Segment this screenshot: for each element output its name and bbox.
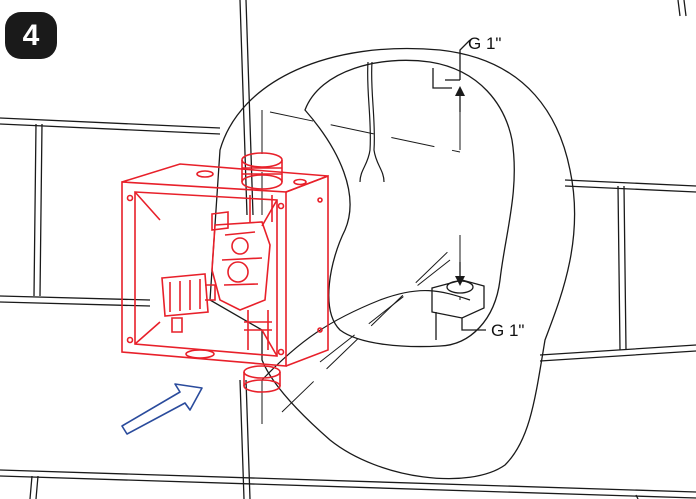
wall-recess-outline bbox=[304, 59, 515, 348]
bottom-fitting-label: G 1" bbox=[491, 321, 525, 340]
bottom-fitting-connection bbox=[431, 279, 486, 340]
electrical-wires bbox=[359, 61, 385, 183]
top-fitting-label: G 1" bbox=[468, 34, 502, 53]
arrow-down-icon bbox=[455, 276, 465, 286]
alignment-lines bbox=[261, 92, 461, 430]
top-fitting-connection bbox=[432, 39, 471, 89]
arrow-up-icon bbox=[455, 86, 465, 96]
step-number-badge: 4 bbox=[5, 12, 57, 59]
wall-opening-outline bbox=[209, 47, 576, 480]
insertion-arrow-icon bbox=[121, 383, 203, 435]
valve-box bbox=[121, 152, 329, 393]
